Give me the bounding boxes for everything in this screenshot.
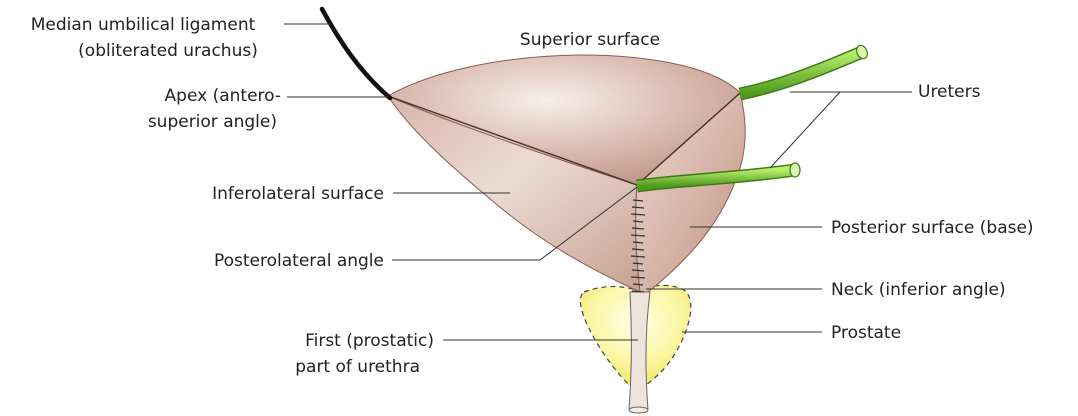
label-posterolateral-angle: Posterolateral angle xyxy=(214,251,384,271)
label-posterior-surface: Posterior surface (base) xyxy=(831,218,1034,238)
ureter-upper-fill xyxy=(740,52,862,94)
label-urethra-2: part of urethra xyxy=(295,357,420,377)
label-superior-surface: Superior surface xyxy=(520,30,660,50)
label-inferolateral-surface: Inferolateral surface xyxy=(212,184,384,204)
label-median-umbilical-2: (obliterated urachus) xyxy=(78,41,258,61)
label-apex-2: superior angle) xyxy=(148,112,277,132)
label-urethra-1: First (prostatic) xyxy=(305,331,434,351)
label-apex-1: Apex (antero- xyxy=(165,86,281,106)
median-umbilical-ligament xyxy=(322,9,390,98)
urethra-end xyxy=(629,407,648,413)
leader-ureters-lower xyxy=(770,92,840,168)
label-prostate: Prostate xyxy=(831,323,901,343)
label-ureters: Ureters xyxy=(918,82,981,102)
label-neck: Neck (inferior angle) xyxy=(831,280,1006,300)
label-median-umbilical-1: Median umbilical ligament xyxy=(31,15,256,35)
ureter-lower-end xyxy=(790,163,800,177)
